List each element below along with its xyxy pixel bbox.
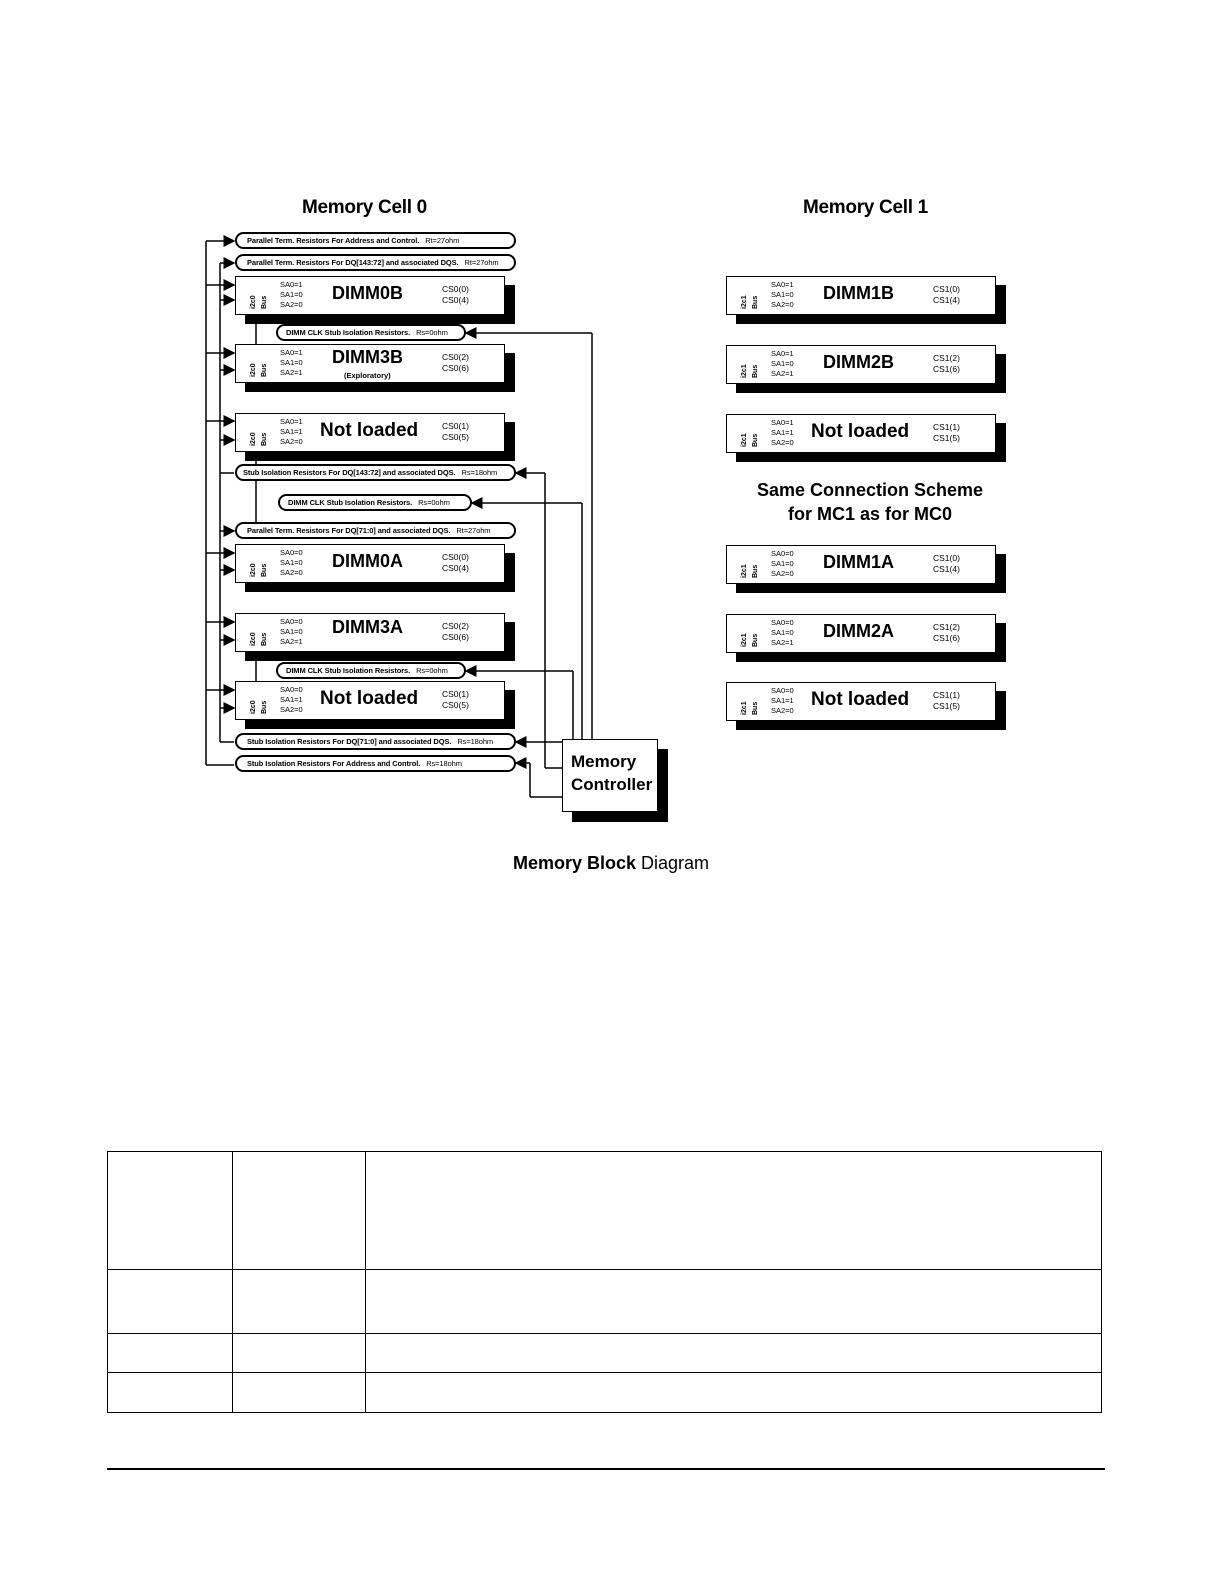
bar-dimm-clk-stub-3: DIMM CLK Stub Isolation Resistors.Rs=0oh… [276,662,466,679]
memory-cell-0-title: Memory Cell 0 [302,197,427,218]
bar-stub-isolation-addr-ctrl: Stub Isolation Resistors For Address and… [235,755,516,772]
dimm-name: Not loaded [811,421,910,442]
bar-stub-isolation-dq-lower: Stub Isolation Resistors For DQ[71:0] an… [235,733,516,750]
dimm-name: DIMM3B [332,347,403,367]
dimm-name: Not loaded [811,689,910,710]
dimm-name: DIMM2A [823,621,894,641]
controller-line-2: Controller [571,775,653,794]
bar-stub-isolation-dq-upper: Stub Isolation Resistors For DQ[143:72] … [235,464,516,481]
figure-caption: Memory Block Diagram [512,853,710,873]
same-scheme-note: Same Connection Scheme for MC1 as for MC… [756,480,984,524]
bar-dimm-clk-stub-1: DIMM CLK Stub Isolation Resistors.Rs=0oh… [276,324,466,341]
memory-cell-1-title: Memory Cell 1 [803,197,928,218]
table-cell [232,1372,366,1413]
table-cell [232,1269,366,1334]
bar-parallel-term-dq-lower: Parallel Term. Resistors For DQ[71:0] an… [235,522,516,539]
dimm-subtitle: (Exploratory) [344,371,391,380]
dimm-name: Not loaded [320,420,419,441]
dimm-name: DIMM1B [823,283,894,303]
bar-dimm-clk-stub-2: DIMM CLK Stub Isolation Resistors.Rs=0oh… [278,494,472,511]
dimm-name: DIMM2B [823,352,894,372]
table-cell [107,1372,233,1413]
table-cell [107,1333,233,1373]
table-cell [365,1151,1102,1270]
footer-rule [107,1468,1105,1470]
table-cell [107,1151,233,1270]
table-cell [232,1333,366,1373]
table-cell [365,1372,1102,1413]
table-cell [365,1333,1102,1373]
dimm-name: Not loaded [320,688,419,709]
bar-parallel-term-addr-ctrl: Parallel Term. Resistors For Address and… [235,232,516,249]
empty-table [107,1151,1102,1413]
table-cell [365,1269,1102,1334]
dimm-name: DIMM0B [332,283,403,303]
controller-line-1: Memory [571,752,637,771]
bar-parallel-term-dq-upper: Parallel Term. Resistors For DQ[143:72] … [235,254,516,271]
table-cell [107,1269,233,1334]
table-cell [232,1151,366,1270]
dimm-name: DIMM3A [332,617,403,637]
dimm-name: DIMM0A [332,551,403,571]
dimm-name: DIMM1A [823,552,894,572]
memory-controller-box: Memory Controller [562,739,668,822]
